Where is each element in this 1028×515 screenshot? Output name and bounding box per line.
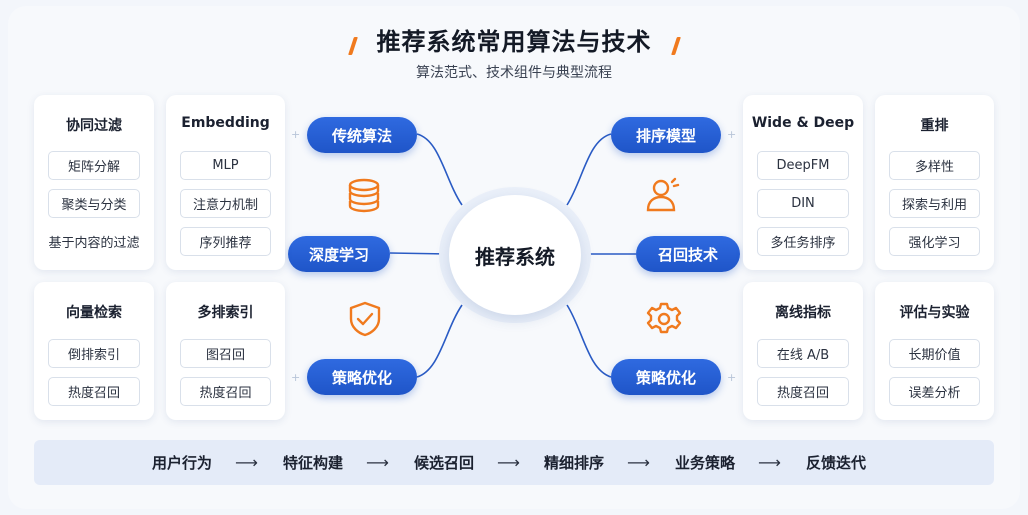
card-title: 重排	[920, 118, 949, 134]
chip-popularity-recall: 热度召回	[757, 377, 849, 406]
chip-error-analysis: 误差分析	[889, 377, 980, 406]
card-evaluation-experiment: 评估与实验 长期价值 误差分析	[875, 282, 994, 420]
chip-din: DIN	[757, 189, 849, 218]
chip-popularity-recall: 热度召回	[180, 377, 271, 406]
hub-node: 推荐系统	[449, 195, 581, 315]
card-title: 离线指标	[775, 305, 831, 321]
flow-arrow-icon: ⟶	[497, 453, 520, 472]
flow-step-feature-building: 特征构建	[283, 454, 344, 472]
pill-strategy-optimization-right: 策略优化	[611, 359, 721, 395]
shield-check-icon	[349, 301, 381, 337]
chip-attention-mechanism: 注意力机制	[180, 189, 271, 218]
chip-diversity: 多样性	[889, 151, 980, 180]
connector-left-top	[416, 133, 463, 206]
chip-long-term-value: 长期价值	[889, 339, 980, 368]
pipeline-flow-bar: 用户行为 ⟶ 特征构建 ⟶ 候选召回 ⟶ 精细排序 ⟶ 业务策略 ⟶ 反馈迭代	[34, 440, 994, 485]
connector-right-top	[566, 133, 612, 206]
chip-explore-exploit: 探索与利用	[889, 189, 980, 218]
flow-arrow-icon: ⟶	[366, 453, 389, 472]
database-stack-icon	[348, 178, 380, 213]
plus-mark-right-top: +	[727, 128, 736, 141]
flow-step-candidate-recall: 候选召回	[414, 454, 475, 472]
card-title: 评估与实验	[899, 305, 970, 321]
connector-right-bottom	[566, 304, 612, 378]
flow-arrow-icon: ⟶	[758, 453, 781, 472]
page-subtitle: 算法范式、技术组件与典型流程	[416, 65, 612, 81]
chip-online-ab: 在线 A/B	[757, 339, 849, 368]
card-offline-metrics: 离线指标 在线 A/B 热度召回	[743, 282, 863, 420]
chip-mlp: MLP	[180, 151, 271, 180]
card-vector-retrieval: 向量检索 倒排索引 热度召回	[34, 282, 154, 420]
pill-recall-technology: 召回技术	[636, 236, 740, 272]
flow-arrow-icon: ⟶	[235, 453, 258, 472]
flow-arrow-icon: ⟶	[627, 453, 650, 472]
flow-step-feedback-iteration: 反馈迭代	[806, 454, 867, 472]
card-collaborative-filtering: 协同过滤 矩阵分解 聚类与分类 基于内容的过滤	[34, 95, 154, 270]
chip-clustering-classification: 聚类与分类	[48, 189, 140, 218]
chip-graph-recall: 图召回	[180, 339, 271, 368]
chip-content-based-filtering: 基于内容的过滤	[36, 227, 152, 256]
flow-step-fine-ranking: 精细排序	[544, 454, 605, 472]
chip-multi-task-ranking: 多任务排序	[757, 227, 849, 256]
card-rerank: 重排 多样性 探索与利用 强化学习	[875, 95, 994, 270]
flow-step-business-strategy: 业务策略	[675, 454, 736, 472]
card-embedding: Embedding MLP 注意力机制 序列推荐	[166, 95, 285, 270]
card-title: Embedding	[181, 115, 270, 131]
card-multi-index: 多排索引 图召回 热度召回	[166, 282, 285, 420]
chip-sequential-recommendation: 序列推荐	[180, 227, 271, 256]
connector-left-bottom	[416, 304, 463, 378]
plus-mark-right-bottom: +	[727, 371, 736, 384]
plus-mark-left-bottom: +	[291, 371, 300, 384]
card-title: 向量检索	[66, 305, 122, 321]
flow-step-user-behavior: 用户行为	[152, 454, 213, 472]
user-profile-icon	[646, 177, 680, 212]
chip-deepfm: DeepFM	[757, 151, 849, 180]
chip-reinforcement-learning: 强化学习	[889, 227, 980, 256]
chip-popularity-recall: 热度召回	[48, 377, 140, 406]
card-wide-deep: Wide & Deep DeepFM DIN 多任务排序	[743, 95, 863, 270]
card-title: 多排索引	[197, 305, 254, 321]
card-title: Wide & Deep	[751, 115, 855, 131]
plus-mark-left-top: +	[291, 128, 300, 141]
pill-strategy-optimization-left: 策略优化	[307, 359, 417, 395]
chip-inverted-index: 倒排索引	[48, 339, 140, 368]
gear-icon	[646, 302, 682, 334]
page-title: 推荐系统常用算法与技术	[376, 28, 652, 56]
header: 推荐系统常用算法与技术	[0, 22, 1028, 57]
card-title: 协同过滤	[66, 118, 122, 134]
pill-ranking-model: 排序模型	[611, 117, 721, 153]
chip-matrix-factorization: 矩阵分解	[48, 151, 140, 180]
pill-traditional-algorithms: 传统算法	[307, 117, 417, 153]
pill-deep-learning: 深度学习	[288, 236, 390, 272]
